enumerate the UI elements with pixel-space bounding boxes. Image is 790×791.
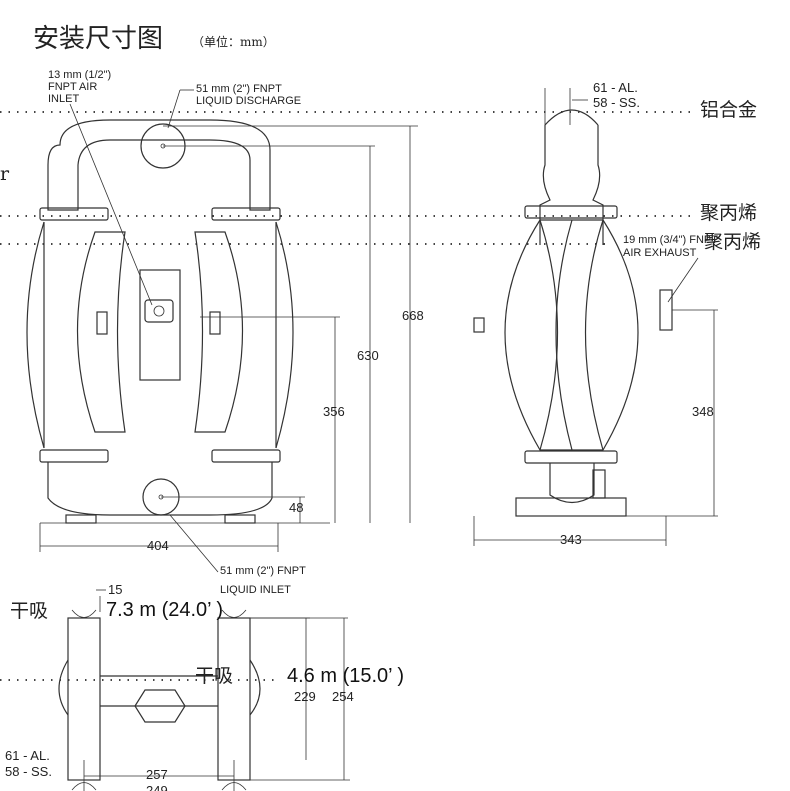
front-view bbox=[26, 119, 330, 524]
air-inlet-label-2: FNPT AIR bbox=[48, 81, 97, 93]
upper-left-clamp bbox=[39, 207, 109, 221]
dry-suction-2-label: 干吸 bbox=[195, 665, 233, 687]
dry-suction-1-label: 干吸 bbox=[10, 600, 48, 622]
dim-15: 15 bbox=[108, 582, 122, 597]
dim-356: 356 bbox=[323, 404, 345, 419]
dim-257: 257 bbox=[146, 767, 168, 782]
dim-668: 668 bbox=[402, 308, 424, 323]
side-upper-clamp bbox=[524, 205, 618, 219]
air-inlet-label-1: 13 mm (1/2") bbox=[48, 69, 111, 81]
right-chamber bbox=[194, 231, 244, 433]
stray-text: r bbox=[0, 163, 10, 185]
al-top-label: 61 - AL. bbox=[593, 80, 638, 95]
discharge-label-2: LIQUID DISCHARGE bbox=[196, 95, 301, 107]
side-lower-clamp bbox=[524, 450, 618, 464]
front-callouts: 13 mm (1/2") FNPT AIR INLET 51 mm (2") F… bbox=[48, 69, 306, 596]
lower-right-clamp bbox=[211, 449, 281, 463]
unit-note: （单位：mm） bbox=[192, 34, 275, 49]
dry-suction-1-value: 7.3 m (24.0’ ) bbox=[106, 599, 223, 621]
bottom-dimensions: 15 229 254 257 249 61 - AL. 58 - SS. bbox=[5, 582, 354, 791]
front-dimensions: 668 630 356 48 404 bbox=[39, 125, 424, 553]
dim-348: 348 bbox=[692, 404, 714, 419]
upper-right-clamp bbox=[211, 207, 281, 221]
ss-bottom-label: 58 - SS. bbox=[5, 764, 52, 779]
bottom-left-rail bbox=[67, 617, 101, 781]
ss-top-label: 58 - SS. bbox=[593, 95, 640, 110]
exhaust-label-1: 19 mm (3/4") FNPT bbox=[623, 234, 718, 246]
dim-630: 630 bbox=[357, 348, 379, 363]
lower-left-clamp bbox=[39, 449, 109, 463]
side-view bbox=[473, 109, 673, 517]
dry-suction-2-value: 4.6 m (15.0’ ) bbox=[287, 665, 404, 687]
left-chamber bbox=[76, 231, 126, 433]
right-foot bbox=[224, 514, 256, 524]
al-bottom-label: 61 - AL. bbox=[5, 748, 50, 763]
air-inlet-label-3: INLET bbox=[48, 93, 79, 105]
bottom-right-rail bbox=[217, 617, 251, 781]
bottom-view bbox=[58, 609, 261, 791]
discharge-label-1: 51 mm (2") FNPT bbox=[196, 83, 282, 95]
dim-343: 343 bbox=[560, 532, 582, 547]
left-foot bbox=[65, 514, 97, 524]
air-inlet-port bbox=[144, 299, 174, 323]
dim-48: 48 bbox=[289, 500, 303, 515]
bottom-center-block bbox=[134, 689, 186, 723]
inlet-label-2: LIQUID INLET bbox=[220, 584, 291, 596]
side-dimensions: 348 343 61 - AL. 58 - SS. 19 mm (3/4") F… bbox=[473, 80, 718, 547]
inlet-label-1: 51 mm (2") FNPT bbox=[220, 565, 306, 577]
dim-404: 404 bbox=[147, 538, 169, 553]
dim-cut: 249 bbox=[146, 783, 168, 791]
side-base bbox=[515, 497, 627, 517]
dim-254: 254 bbox=[332, 689, 354, 704]
center-section bbox=[139, 269, 181, 381]
dim-229: 229 bbox=[294, 689, 316, 704]
material-aluminum: 铝合金 bbox=[700, 99, 757, 121]
exhaust-label-2: AIR EXHAUST bbox=[623, 247, 697, 259]
material-pp-2: 聚丙烯 bbox=[704, 231, 761, 253]
material-pp-1: 聚丙烯 bbox=[700, 202, 757, 224]
page-title: 安装尺寸图 bbox=[33, 24, 163, 54]
